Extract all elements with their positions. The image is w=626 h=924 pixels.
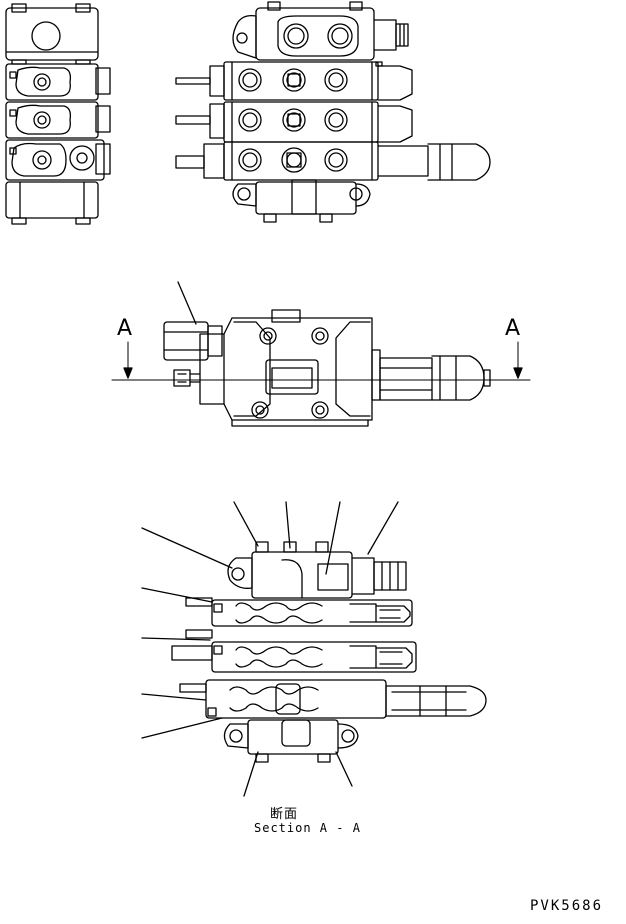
- top-view: [112, 282, 530, 426]
- side-view: [6, 4, 110, 224]
- section-view: [142, 502, 486, 796]
- drawing-number: PVK5686: [530, 898, 604, 914]
- section-marker-right: A: [505, 316, 521, 341]
- section-title: 断面: [270, 807, 299, 822]
- section-marker-left: A: [117, 316, 133, 341]
- front-view: [176, 2, 490, 222]
- section-caption: Section A - A: [254, 821, 361, 835]
